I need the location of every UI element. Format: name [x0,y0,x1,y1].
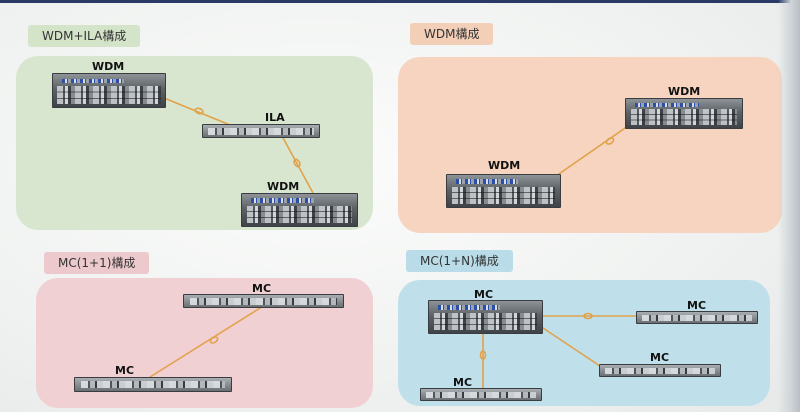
node-label: WDM [668,85,701,98]
tag-wdm: WDM構成 [410,23,494,45]
link-loop [583,312,593,320]
link-loop [479,350,487,360]
mc-device-main [428,300,543,334]
screen-edge [778,0,800,412]
wdm-device [241,193,358,227]
node-label: WDM [488,159,521,172]
node-label: MC [474,288,494,301]
link-loop [194,107,204,115]
top-rule [0,0,800,3]
link-wdm [555,125,629,177]
mc-device [420,388,542,401]
mc-device [74,377,232,392]
node-label: WDM [267,180,300,193]
ila-device [202,124,320,138]
node-label: MC [687,299,707,312]
wdm-device [52,73,166,108]
mc-device [636,311,758,324]
link-mc-1plus1 [149,302,269,378]
node-label: MC [115,364,135,377]
node-label: MC [252,282,272,295]
tag-wdm-ila: WDM+ILA構成 [28,25,141,47]
mc-device [183,294,344,308]
tag-mc-1plus1: MC(1+1)構成 [44,252,150,274]
node-label: WDM [92,60,125,73]
link-wdm-ila-2 [281,135,314,194]
link-loop [293,158,301,168]
wdm-device [446,174,561,208]
link-loop [209,336,219,344]
link-loop [605,137,615,145]
link-mc-n-2 [539,325,601,367]
node-label: MC [453,376,473,389]
link-wdm-ila-1 [163,97,231,126]
node-label: MC [650,351,670,364]
wdm-device [625,98,743,129]
tag-mc-1plusN: MC(1+N)構成 [406,250,513,272]
mc-device [599,364,721,377]
node-label: ILA [265,111,285,124]
